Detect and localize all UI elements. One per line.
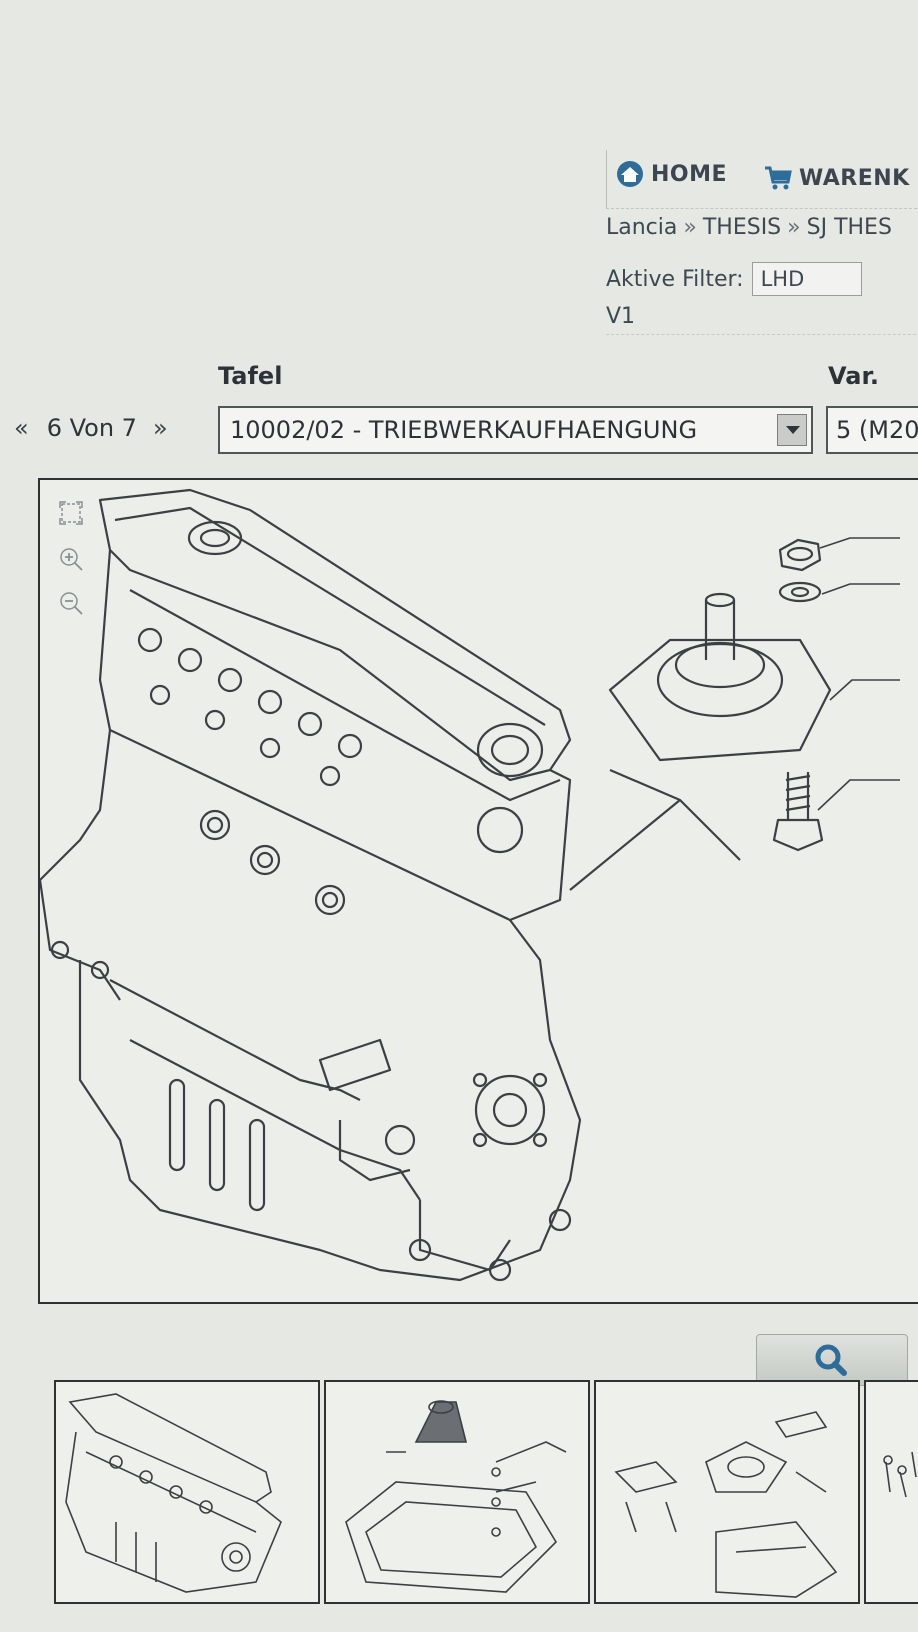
- var-select[interactable]: 5 (M20: [826, 406, 918, 454]
- pager: « 6 Von 7 »: [14, 414, 168, 442]
- thumbnail-image: [883, 1451, 917, 1498]
- zoom-button[interactable]: [756, 1334, 908, 1386]
- filter-label: Aktive Filter:: [606, 266, 744, 292]
- zoom-in-icon[interactable]: [58, 546, 84, 572]
- thumbnail-image: [65, 1393, 282, 1593]
- cart-label: WARENK: [799, 165, 910, 191]
- parts-diagram[interactable]: [38, 478, 918, 1304]
- fit-screen-icon[interactable]: [58, 500, 84, 526]
- chevron-down-icon[interactable]: [777, 414, 807, 446]
- home-icon: [617, 161, 643, 187]
- tafel-select[interactable]: 10002/02 - TRIEBWERKAUFHAENGUNG: [218, 406, 813, 454]
- breadcrumb-item[interactable]: SJ THES: [806, 215, 892, 240]
- page-indicator: 6 Von 7: [46, 414, 137, 442]
- cart-link[interactable]: WARENK: [763, 164, 910, 192]
- divider: [606, 334, 918, 335]
- breadcrumb-item[interactable]: THESIS: [702, 215, 782, 240]
- double-chevron-right-icon[interactable]: »: [152, 414, 168, 442]
- thumbnail-engine-mount-oil-pan[interactable]: [324, 1380, 590, 1604]
- magnifier-icon: [815, 1344, 847, 1376]
- thumbnail-image: [614, 1411, 838, 1598]
- cart-icon: [765, 166, 792, 190]
- engine-drawing: [40, 488, 900, 1282]
- thumbnail-partial-parts[interactable]: [864, 1380, 918, 1604]
- variant-code: V1: [606, 304, 636, 329]
- home-label: HOME: [651, 161, 728, 187]
- home-link[interactable]: HOME: [615, 160, 727, 188]
- top-navigation: HOME WARENK: [606, 150, 918, 209]
- var-select-value: 5 (M20: [836, 416, 918, 444]
- breadcrumb-item[interactable]: Lancia: [606, 215, 678, 240]
- tafel-label: Tafel: [218, 362, 283, 390]
- thumbnail-image: [345, 1400, 567, 1593]
- thumbnail-engine-mount-parts[interactable]: [594, 1380, 860, 1604]
- tafel-select-value: 10002/02 - TRIEBWERKAUFHAENGUNG: [230, 416, 698, 444]
- double-chevron-left-icon[interactable]: «: [14, 414, 29, 442]
- zoom-out-icon[interactable]: [58, 590, 84, 616]
- thumbnail-engine-block[interactable]: [54, 1380, 320, 1604]
- active-filter: Aktive Filter: LHD: [606, 262, 862, 296]
- breadcrumb-separator: »: [683, 215, 697, 240]
- breadcrumb: Lancia»THESIS»SJ THES: [606, 215, 892, 240]
- var-label: Var.: [828, 362, 879, 390]
- filter-value-box[interactable]: LHD: [751, 262, 862, 296]
- breadcrumb-separator: »: [787, 215, 801, 240]
